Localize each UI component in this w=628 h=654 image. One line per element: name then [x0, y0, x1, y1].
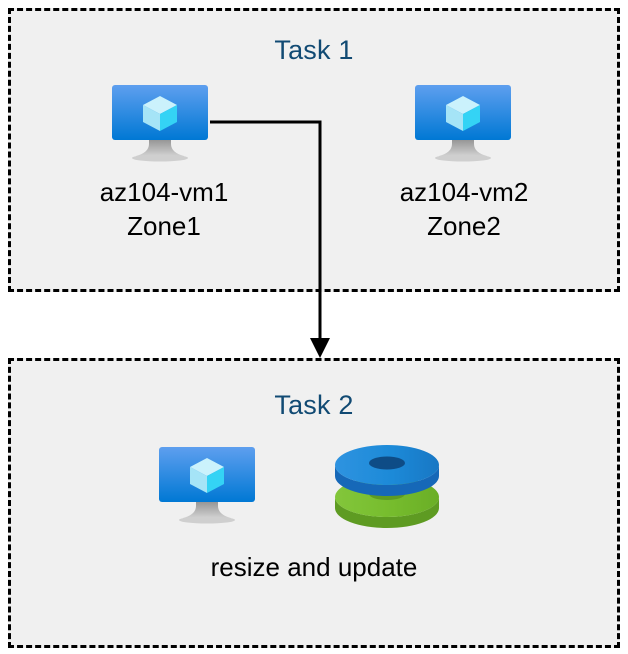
virtual-machine-icon-vm1[interactable]	[108, 82, 212, 169]
task1-title: Task 1	[274, 35, 354, 65]
disks-icon[interactable]	[331, 441, 443, 536]
vm1-label: az104-vm1 Zone1	[99, 177, 229, 241]
task2-caption: resize and update	[210, 552, 418, 582]
task-group-task2: Task 2	[8, 358, 620, 648]
task-group-task1: Task 1	[8, 8, 620, 292]
virtual-machine-icon-vm2[interactable]	[411, 82, 515, 169]
vm2-label: az104-vm2 Zone2	[399, 177, 529, 241]
task2-title: Task 2	[274, 390, 354, 420]
virtual-machine-icon-vm3[interactable]	[155, 444, 259, 531]
